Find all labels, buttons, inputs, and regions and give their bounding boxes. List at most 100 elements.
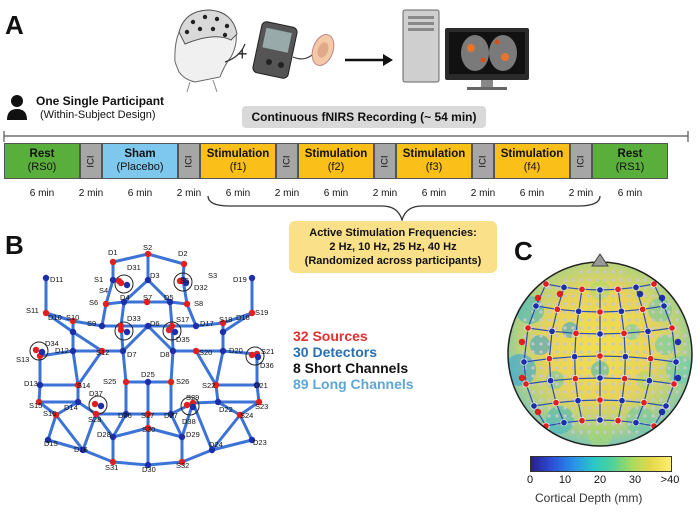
channel-midpoint: [539, 350, 543, 354]
stimulator-device-icon: [252, 21, 335, 79]
channel-midpoint: [635, 278, 639, 282]
optode-label: D11: [50, 275, 63, 284]
timeline-segment-ici: ICI: [570, 143, 592, 179]
mesh-line: [578, 310, 601, 313]
detector-optode: [144, 461, 152, 469]
channel-midpoint: [531, 318, 535, 322]
segment-title: Rest: [617, 148, 643, 160]
channel-midpoint: [579, 318, 583, 322]
source-optode: [180, 260, 188, 268]
channel-midpoint: [595, 382, 599, 386]
optode-label: D28: [97, 430, 111, 439]
cortical-depth-map: [507, 253, 693, 447]
channel-midpoint: [675, 334, 679, 338]
channel-midpoint: [571, 430, 575, 434]
montage-optodes: [32, 250, 263, 469]
channel-midpoint: [611, 294, 615, 298]
channel-line: [214, 349, 225, 387]
channel-midpoint: [539, 390, 543, 394]
source-optode: [212, 381, 220, 389]
detector-optode: [44, 436, 52, 444]
source-optode: [524, 324, 532, 332]
detector-optode: [166, 298, 174, 306]
source-optode: [542, 280, 550, 288]
channel-line: [111, 412, 128, 439]
channel-midpoint: [563, 390, 567, 394]
optode-label: D30: [142, 465, 156, 474]
channel-midpoint: [531, 390, 535, 394]
depth-blob: [588, 423, 612, 446]
mesh-line: [665, 383, 675, 407]
channel-midpoint: [619, 342, 623, 346]
channel-midpoint: [595, 366, 599, 370]
channel-line: [71, 349, 80, 387]
frequency-box-line-3: (Randomized across participants): [304, 255, 482, 267]
source-optode: [167, 378, 175, 386]
detector-optode: [109, 433, 117, 441]
mesh-line: [575, 377, 601, 380]
channel-midpoint: [547, 398, 551, 402]
channel-midpoint: [547, 318, 551, 322]
channel-midpoint: [667, 390, 671, 394]
channel-midpoint: [595, 326, 599, 330]
mesh-line: [647, 327, 673, 332]
segment-title: Rest: [29, 148, 55, 160]
optode-label: S20: [199, 348, 212, 357]
mesh-line: [635, 402, 645, 423]
computer-icon: [402, 9, 529, 90]
optode-label: S19: [255, 308, 268, 317]
arrow-right-icon: [345, 54, 393, 66]
mesh-line: [574, 333, 577, 357]
channel-midpoint: [587, 326, 591, 330]
short-source-optode: [32, 346, 40, 354]
source-optode: [552, 399, 560, 407]
mesh-line: [624, 378, 650, 382]
channel-midpoint: [619, 350, 623, 354]
channel-midpoint: [571, 406, 575, 410]
channel-midpoint: [643, 278, 647, 282]
channel-midpoint: [619, 270, 623, 274]
segment-duration: 6 min: [225, 188, 251, 199]
detector-optode: [618, 397, 626, 405]
optode-label: S25: [103, 377, 116, 386]
detector-optode: [144, 276, 152, 284]
source-optode: [144, 250, 152, 258]
channel-line: [210, 413, 242, 452]
short-source-optode: [183, 401, 191, 409]
detector-optode: [144, 322, 152, 330]
depth-colorbar: [530, 456, 672, 472]
mesh-line: [635, 287, 644, 310]
channel-midpoint: [531, 350, 535, 354]
segment-duration: 6 min: [519, 188, 545, 199]
channel-midpoint: [571, 302, 575, 306]
source-optode: [578, 417, 586, 425]
channel-midpoint: [643, 374, 647, 378]
segment-duration: 2 min: [176, 188, 202, 199]
channel-midpoint: [555, 390, 559, 394]
channel-midpoint: [643, 366, 647, 370]
channel-midpoint: [547, 406, 551, 410]
channel-line: [100, 302, 108, 328]
optode-label: D3: [150, 271, 160, 280]
depth-blob: [626, 406, 654, 434]
source-optode: [522, 380, 530, 388]
channel-midpoint: [571, 414, 575, 418]
mesh-line: [625, 356, 651, 360]
short-source-optode: [117, 279, 125, 287]
optode-label: S16: [43, 409, 56, 418]
channel-midpoint: [667, 334, 671, 338]
channel-midpoint: [603, 342, 607, 346]
channel-midpoint: [563, 278, 567, 282]
channel-midpoint: [563, 374, 567, 378]
short-source-optode: [165, 326, 173, 334]
mesh-line: [599, 310, 622, 313]
mesh-line: [653, 405, 667, 427]
optode-label: S22: [202, 381, 215, 390]
channel-midpoint: [635, 318, 639, 322]
channel-midpoint: [651, 342, 655, 346]
optode-label: S9: [87, 319, 96, 328]
detector-optode: [660, 302, 668, 310]
timeline-segment-ici: ICI: [374, 143, 396, 179]
channel-midpoint: [595, 278, 599, 282]
channel-midpoint: [627, 318, 631, 322]
